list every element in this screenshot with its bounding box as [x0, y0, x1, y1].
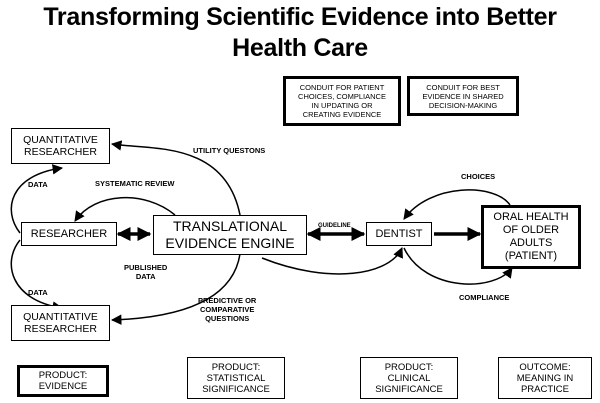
- label-systematic-review: SYSTEMATIC REVIEW: [95, 179, 175, 188]
- researcher-box: RESEARCHER: [21, 222, 117, 246]
- quantitative-researcher-bottom: QUANTITATIVE RESEARCHER: [11, 305, 110, 341]
- engine-dentist-curve: [261, 247, 403, 275]
- conduit-patient-box: CONDUIT FOR PATIENT CHOICES, COMPLIANCE …: [283, 76, 401, 126]
- label-published-data: PUBLISHED DATA: [124, 263, 168, 281]
- label-compliance: COMPLIANCE: [459, 293, 510, 302]
- label-utility-questions: UTILITY QUESTONS: [193, 146, 266, 155]
- quantitative-researcher-top: QUANTITATIVE RESEARCHER: [11, 128, 110, 164]
- utility-questions-arrow: [110, 140, 241, 216]
- footer-clinical-significance: PRODUCT: CLINICAL SIGNIFICANCE: [360, 357, 458, 399]
- footer-statistical-significance: PRODUCT: STATISTICAL SIGNIFICANCE: [187, 357, 285, 399]
- choices-arrow: [403, 189, 511, 220]
- data-arrow-bottom: [10, 239, 64, 312]
- footer-meaning-in-practice: OUTCOME: MEANING IN PRACTICE: [498, 357, 592, 399]
- conduit-best-evidence-box: CONDUIT FOR BEST EVIDENCE IN SHARED DECI…: [407, 76, 519, 116]
- predictive-questions-arrow: [110, 253, 241, 325]
- data-arrow-top: [10, 164, 64, 234]
- label-data-top: DATA: [28, 180, 48, 189]
- dentist-box: DENTIST: [366, 222, 432, 246]
- title-line-1: Transforming Scientific Evidence into Be…: [43, 3, 557, 31]
- compliance-arrow: [403, 247, 513, 285]
- footer-product-evidence: PRODUCT: EVIDENCE: [17, 365, 109, 397]
- label-data-bottom: DATA: [28, 288, 48, 297]
- patient-box: ORAL HEALTH OF OLDER ADULTS (PATIENT): [481, 205, 581, 269]
- systematic-review-arrow: [74, 197, 176, 222]
- label-choices: CHOICES: [461, 172, 496, 181]
- label-guideline: GUIDELINE: [318, 223, 351, 229]
- label-predictive-questions: PREDICTIVE OR COMPARATIVE QUESTIONS: [198, 296, 257, 323]
- translational-evidence-engine: TRANSLATIONAL EVIDENCE ENGINE: [153, 215, 307, 255]
- title-line-2: Health Care: [232, 34, 368, 62]
- diagram-title: Transforming Scientific Evidence into Be…: [0, 2, 600, 64]
